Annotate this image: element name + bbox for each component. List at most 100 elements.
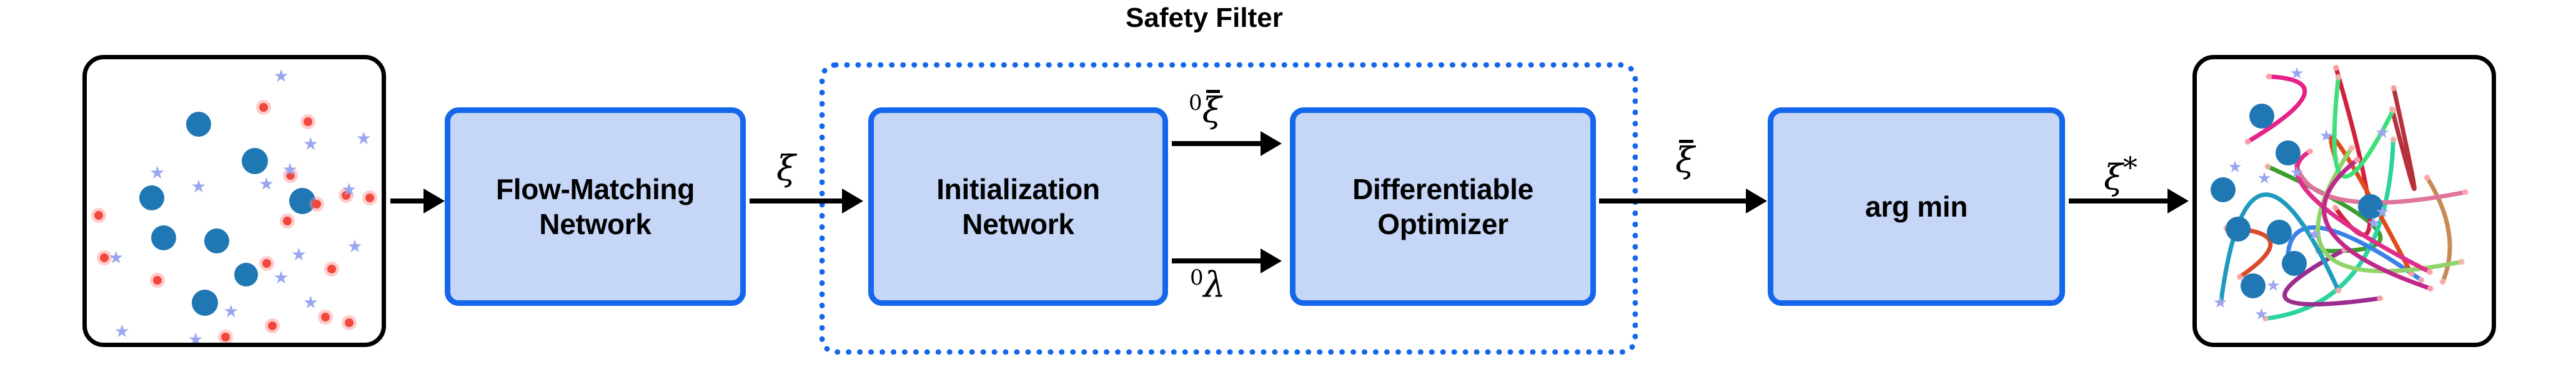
- arrow-argmin-to-trajectory-head: [2167, 189, 2189, 213]
- label-xi: ξ: [776, 149, 796, 189]
- noise-goal-star: ★: [191, 176, 207, 197]
- arrow-noise-to-flow: [390, 198, 425, 203]
- trajectory-agent-dot: [2240, 273, 2266, 299]
- block-initialization-line2: Network: [962, 208, 1074, 240]
- trajectory-curves: [2217, 64, 2469, 322]
- trajectory-goal-star: ★: [2227, 157, 2242, 177]
- trajectory-goal-star: ★: [2307, 225, 2322, 245]
- block-differentiable-line2: Optimizer: [1377, 208, 1508, 240]
- noise-agent-dot: [204, 228, 229, 253]
- noise-agent-dot: [151, 225, 176, 251]
- trajectory-goal-star: ★: [2375, 203, 2390, 222]
- noise-goal-star: ★: [347, 235, 363, 257]
- trajectory-goal-star: ★: [2257, 169, 2272, 188]
- noise-obstacle-dot: [259, 103, 269, 112]
- arrow-init-to-opt-upper: [1172, 141, 1262, 146]
- noise-goal-star: ★: [302, 292, 319, 313]
- noise-goal-star: ★: [108, 247, 124, 268]
- arrow-init-to-opt-lower: [1172, 258, 1262, 263]
- noise-obstacle-dot: [282, 216, 292, 225]
- noise-goal-star: ★: [290, 244, 307, 265]
- trajectory-goal-star: ★: [2319, 126, 2334, 145]
- noise-samples-panel: ★★★★★★★★★★★★★★★★: [82, 55, 386, 347]
- block-differentiable-optimizer[interactable]: Differentiable Optimizer: [1290, 107, 1596, 306]
- noise-agent-dot: [289, 188, 315, 214]
- arrow-flow-to-init: [750, 198, 845, 203]
- trajectory-agent-dot: [2211, 177, 2236, 202]
- block-arg-min[interactable]: arg min: [1768, 107, 2065, 306]
- block-initialization-line1: Initialization: [936, 172, 1100, 205]
- label-lambda-initial-sup: 0: [1190, 265, 1204, 290]
- noise-obstacle-dot: [94, 210, 103, 220]
- trajectory-goal-star: ★: [2254, 305, 2269, 324]
- trajectory-goal-star: ★: [2266, 277, 2281, 296]
- safety-filter-group-box: [820, 62, 1638, 355]
- noise-obstacle-dot: [153, 276, 162, 285]
- noise-goal-star: ★: [273, 267, 289, 288]
- block-flow-matching-network[interactable]: Flow-Matching Network: [445, 107, 746, 306]
- safety-filter-title: Safety Filter: [1126, 2, 1283, 33]
- block-flow-matching-line2: Network: [539, 208, 651, 240]
- noise-obstacle-dot: [262, 258, 271, 268]
- label-lambda-initial: 0λ: [1190, 267, 1226, 303]
- trajectory-goal-star: ★: [2375, 124, 2390, 143]
- trajectory-agent-dot: [2226, 217, 2251, 242]
- label-xi-bar-initial-sym: ξ: [1202, 90, 1222, 131]
- noise-goal-star: ★: [273, 66, 289, 87]
- label-xi-star-sym: ξ: [2104, 157, 2123, 198]
- noise-obstacle-dot: [304, 117, 312, 126]
- trajectory-goal-star: ★: [2366, 214, 2381, 233]
- noise-agent-dot: [186, 112, 212, 137]
- noise-goal-star: ★: [149, 162, 166, 183]
- label-xi-bar-initial-sup: 0: [1189, 91, 1202, 115]
- trajectory-agent-dot: [2267, 219, 2292, 245]
- noise-obstacle-dot: [342, 190, 351, 200]
- noise-goal-star: ★: [282, 159, 298, 180]
- arrow-opt-to-argmin-head: [1746, 189, 1767, 213]
- arrow-opt-to-argmin: [1599, 198, 1754, 203]
- noise-agent-dot: [242, 148, 269, 175]
- noise-obstacle-dot: [100, 253, 109, 262]
- trajectory-agent-dot: [2276, 140, 2301, 165]
- noise-obstacle-dot: [312, 199, 322, 208]
- noise-agent-dot: [139, 185, 164, 211]
- label-xi-bar-sym: ξ: [1675, 140, 1695, 181]
- trajectory-goal-star: ★: [2212, 293, 2228, 313]
- block-flow-matching-line1: Flow-Matching: [495, 172, 695, 205]
- label-xi-star: ξ*: [2104, 153, 2138, 196]
- noise-obstacle-dot: [321, 313, 330, 322]
- noise-agent-dot: [234, 263, 258, 287]
- trajectory-agent-dot: [2281, 250, 2307, 276]
- noise-goal-star: ★: [355, 128, 372, 149]
- noise-obstacle-dot: [345, 318, 354, 328]
- trajectory-goal-star: ★: [2289, 163, 2304, 182]
- trajectory-goal-star: ★: [2289, 64, 2304, 83]
- noise-obstacle-dot: [365, 194, 375, 203]
- noise-obstacle-dot: [268, 321, 277, 330]
- arrow-init-to-opt-upper-head: [1261, 131, 1282, 156]
- block-differentiable-line1: Differentiable: [1352, 172, 1533, 205]
- label-lambda-initial-sym: λ: [1203, 265, 1226, 306]
- block-arg-min-label: arg min: [1865, 190, 1968, 223]
- arrow-argmin-to-trajectory: [2069, 198, 2174, 203]
- noise-goal-star: ★: [187, 329, 204, 347]
- block-initialization-network[interactable]: Initialization Network: [868, 107, 1168, 306]
- trajectory-samples-panel: ★★★★★★★★★★★★: [2192, 55, 2496, 347]
- label-xi-star-sup: *: [2123, 150, 2138, 184]
- noise-obstacle-dot: [327, 264, 336, 273]
- label-xi-bar: ξ: [1675, 140, 1695, 179]
- noise-goal-star: ★: [302, 134, 319, 155]
- noise-goal-star: ★: [223, 301, 239, 322]
- noise-obstacle-dot: [285, 171, 295, 180]
- arrow-noise-to-flow-head: [424, 189, 445, 213]
- noise-goal-star: ★: [258, 173, 275, 194]
- noise-agent-dot: [191, 290, 218, 316]
- noise-goal-star: ★: [114, 320, 130, 341]
- trajectory-agent-dot: [2249, 103, 2274, 129]
- arrow-flow-to-init-head: [842, 189, 863, 213]
- noise-obstacle-dot: [220, 332, 230, 341]
- arrow-init-to-opt-lower-head: [1261, 248, 1282, 273]
- noise-goal-star: ★: [341, 179, 357, 200]
